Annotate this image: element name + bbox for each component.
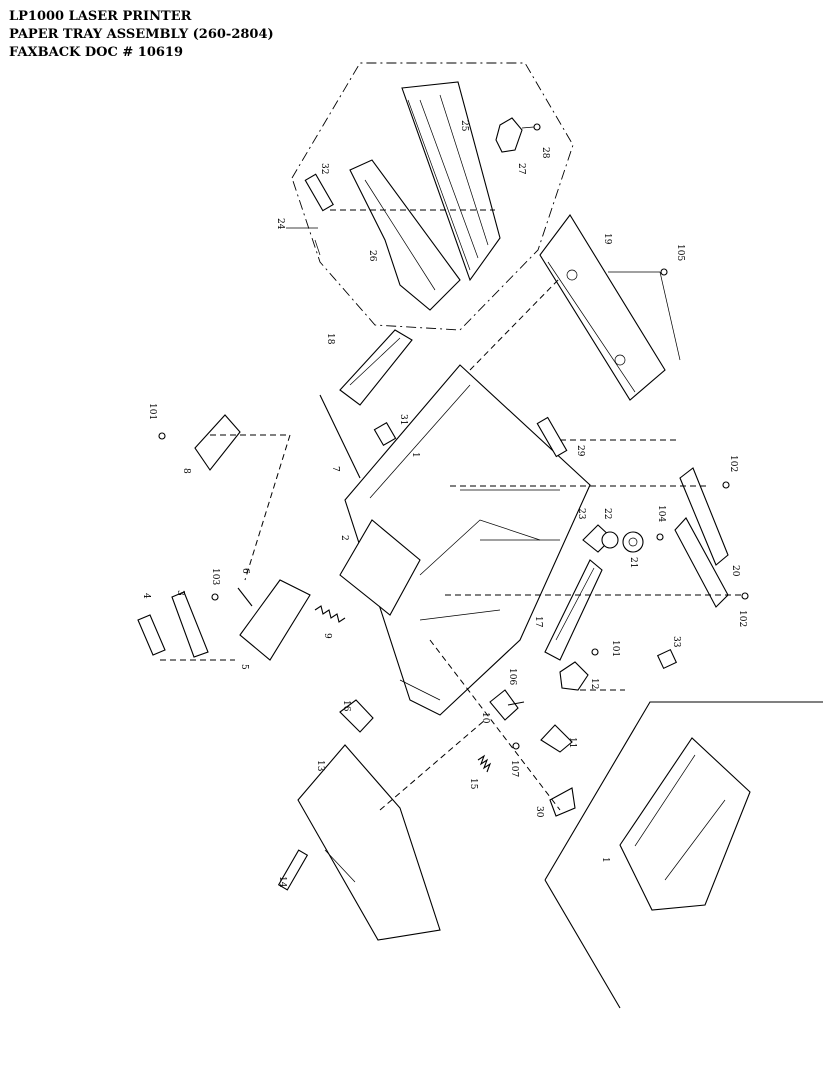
callout-105: 106 bbox=[507, 668, 517, 685]
callout-12: 12 bbox=[589, 678, 599, 689]
callout-2: 2 bbox=[339, 535, 349, 541]
part-33-pad bbox=[656, 648, 678, 670]
callout-24: 24 bbox=[275, 218, 285, 230]
callout-18: 18 bbox=[325, 333, 335, 345]
callout-25: 25 bbox=[459, 120, 469, 132]
inset-frame-bottom bbox=[544, 879, 621, 1009]
part-32-label bbox=[304, 173, 334, 212]
callout-22: 22 bbox=[602, 508, 612, 519]
callout-5: 5 bbox=[239, 664, 249, 670]
part-104-screw bbox=[211, 593, 219, 601]
part-27-latch bbox=[495, 117, 541, 153]
callout-1-inset: 1 bbox=[600, 857, 610, 863]
part-28-screw bbox=[533, 123, 541, 131]
callout-4: 4 bbox=[141, 593, 151, 599]
part-101-screw-left bbox=[158, 432, 166, 440]
part-103-screw bbox=[656, 533, 664, 541]
callout-3: 3 bbox=[175, 590, 185, 596]
callout-9: 9 bbox=[322, 633, 332, 639]
callout-103: 104 bbox=[656, 505, 666, 522]
part-30-pad bbox=[549, 787, 576, 817]
part-1-tray-body bbox=[344, 364, 591, 716]
part-4-pad bbox=[137, 614, 166, 656]
part-22-gear bbox=[601, 531, 619, 549]
part-15-spring bbox=[477, 754, 492, 773]
part-18-guide bbox=[339, 329, 413, 406]
callout-31: 31 bbox=[398, 414, 408, 425]
callout-104: 103 bbox=[210, 568, 220, 585]
callout-101-left: 101 bbox=[147, 403, 157, 420]
callout-101-right: 101 bbox=[610, 640, 620, 657]
callout-7: 7 bbox=[330, 466, 340, 472]
assembled-tray-view bbox=[619, 737, 751, 911]
part-14-pad bbox=[277, 849, 309, 891]
doc-title-assembly: PAPER TRAY ASSEMBLY (260-2804) bbox=[9, 27, 274, 42]
part-107-screw bbox=[512, 742, 520, 750]
callout-32: 32 bbox=[319, 163, 329, 174]
part-17-guide bbox=[544, 559, 603, 661]
part-20-rail bbox=[674, 467, 749, 608]
callout-102-top: 102 bbox=[728, 455, 738, 472]
callout-30: 30 bbox=[534, 806, 544, 818]
part-29-pad bbox=[536, 416, 568, 458]
callout-102-bottom: 102 bbox=[737, 610, 747, 627]
part-8-bracket bbox=[194, 414, 241, 471]
callout-29: 29 bbox=[575, 445, 585, 457]
callout-106: 105 bbox=[675, 244, 685, 261]
callout-15: 15 bbox=[468, 778, 478, 790]
callout-8: 8 bbox=[181, 468, 191, 474]
part-12-lever bbox=[559, 661, 589, 691]
part-11-clip bbox=[540, 724, 573, 753]
callout-17: 17 bbox=[533, 616, 543, 628]
callout-1: 1 bbox=[410, 452, 420, 458]
part-26-guide-sheet bbox=[349, 159, 461, 311]
part-7-rod bbox=[319, 394, 361, 479]
subassembly-boundary bbox=[291, 62, 574, 331]
callout-107: 107 bbox=[509, 760, 519, 777]
part-2-frame bbox=[339, 519, 421, 616]
part-19-tray-extension bbox=[539, 214, 681, 401]
callout-13: 13 bbox=[315, 760, 325, 772]
part-3-bracket bbox=[171, 591, 209, 658]
callout-33: 33 bbox=[671, 636, 681, 648]
part-25-tray-lid bbox=[401, 81, 501, 282]
callout-20: 20 bbox=[730, 565, 740, 577]
part-9-spring bbox=[314, 605, 346, 623]
callout-14: 14 bbox=[277, 876, 287, 888]
callout-23: 23 bbox=[576, 508, 586, 520]
callout-19: 19 bbox=[602, 233, 612, 245]
callout-16: 16 bbox=[341, 700, 351, 712]
part-101-screw bbox=[591, 648, 599, 656]
part-13-tray-cover bbox=[297, 744, 441, 941]
callout-11: 11 bbox=[567, 737, 577, 748]
callout-28: 28 bbox=[540, 147, 550, 159]
callout-21: 21 bbox=[628, 557, 638, 568]
callout-6: 6 bbox=[240, 568, 250, 574]
part-6-pin bbox=[237, 587, 253, 607]
part-31-pad bbox=[373, 421, 397, 447]
callout-10: 10 bbox=[480, 712, 490, 724]
part-21-gear bbox=[622, 531, 644, 553]
doc-title-printer: LP1000 LASER PRINTER bbox=[9, 9, 192, 24]
part-10-bracket bbox=[489, 689, 519, 721]
callout-27: 27 bbox=[516, 163, 526, 175]
doc-title-faxback: FAXBACK DOC # 10619 bbox=[9, 45, 184, 60]
inset-frame-top bbox=[544, 701, 823, 881]
part-106-screw bbox=[660, 268, 668, 276]
part-5-plate bbox=[239, 579, 311, 661]
gear-group bbox=[582, 524, 664, 553]
part-16-lever bbox=[339, 699, 374, 733]
callout-26: 26 bbox=[367, 250, 377, 262]
